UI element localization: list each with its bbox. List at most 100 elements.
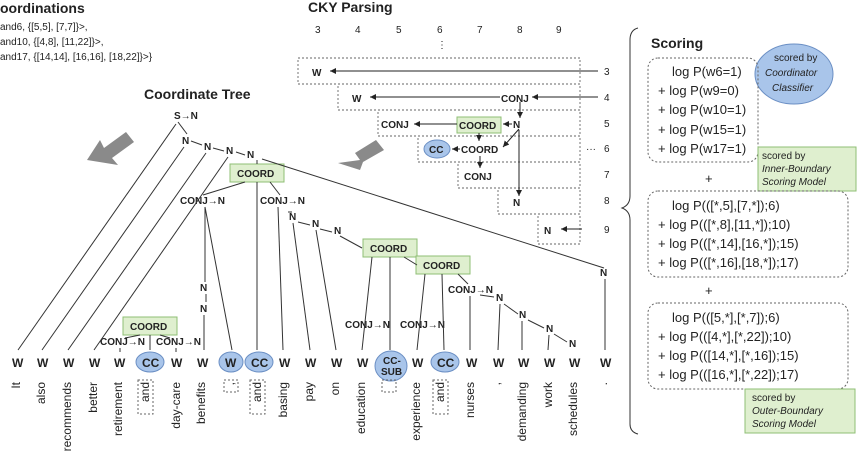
tree-node-n: N [519, 310, 526, 321]
word-highlight-box [432, 379, 449, 415]
conj-n-label: CONJ→N [448, 285, 493, 296]
word: day-care [169, 382, 183, 429]
tree-node-n: N [200, 283, 207, 294]
cky-col-label: 3 [315, 25, 321, 36]
w-node: W [493, 356, 505, 370]
coordination-line: and6, {[5,5], [7,7]}>, [0, 22, 88, 33]
tree-node-n: N [334, 226, 341, 237]
word: experience [409, 382, 423, 441]
word: and [138, 382, 152, 402]
word: . [596, 382, 610, 385]
plus-sign: + [705, 283, 713, 298]
cky-row-label: 6 [604, 144, 610, 155]
cky-vdots: ⋮ [437, 40, 447, 51]
cky-coord-cell: COORD [461, 145, 498, 156]
cky-cc-node [423, 139, 451, 159]
cky-n-cell: N [544, 226, 551, 237]
w-node: W [197, 356, 209, 370]
cky-col-label: 7 [477, 25, 483, 36]
conj-n-label: CONJ→N [180, 196, 225, 207]
tree-node-n: N [200, 304, 207, 315]
word: and [433, 382, 447, 402]
word: also [34, 382, 48, 404]
word-row: It also recommends better retirement and… [9, 381, 610, 451]
word: benefits [194, 382, 208, 424]
w-node: W [569, 356, 581, 370]
tree-node-n: N [226, 146, 233, 157]
conj-n-label: CONJ→N [400, 320, 445, 331]
cky-col-label: 6 [437, 25, 443, 36]
tree-node-n: N [546, 324, 553, 335]
w-highlight [218, 351, 244, 373]
cc-label: CC [251, 356, 269, 370]
conj-n-label: CONJ→N [345, 320, 390, 331]
word: schedules [566, 382, 580, 436]
word: basing [276, 382, 290, 417]
conj-n-label: CONJ→N [260, 196, 305, 207]
word: demanding [515, 382, 529, 441]
scoring-title: Scoring [651, 35, 703, 51]
coordinator-classifier-note [754, 43, 834, 105]
conj-n-label: CONJ→N [156, 337, 201, 348]
cky-n-cell: N [513, 198, 520, 209]
cc-node [430, 351, 460, 373]
coord-label: COORD [237, 169, 274, 180]
gray-arrow-left-icon [87, 132, 134, 165]
cky-chart: CKY Parsing 3 4 5 6 7 8 9 ⋮ 3 4 5 ··· 6 … [297, 0, 610, 245]
gray-arrow-down-left-icon [338, 140, 384, 170]
score-term: + log P(([4,*],[*,22]);10) [658, 329, 791, 344]
coordinations-title: oordinations [0, 0, 85, 16]
cky-w-cell: W [352, 94, 362, 105]
cc-sub-node [374, 350, 408, 382]
coordinate-tree: Coordinate Tree S→N N N N N COORD CONJ→N… [9, 86, 612, 451]
coordinations-panel: oordinations and6, {[5,5], [7,7]}>, and1… [0, 0, 153, 63]
tree-node-n: N [247, 150, 254, 161]
tree-edges [17, 121, 606, 352]
note-line: Classifier [772, 83, 814, 94]
w-node: W [518, 356, 530, 370]
word: nurses [463, 382, 477, 418]
w-node: W [412, 356, 424, 370]
w-node: W [225, 356, 237, 370]
score-term: log P(w6=1) [672, 64, 742, 79]
w-node: W [331, 356, 343, 370]
note-line: Outer-Boundary [752, 406, 824, 417]
word: recommends [60, 382, 74, 451]
cky-row-label: 7 [604, 170, 610, 181]
tree-node-n: N [204, 142, 211, 153]
score-group-2 [647, 190, 849, 278]
tree-root-label: S→N [174, 111, 198, 122]
w-node: W [12, 356, 24, 370]
score-term: + log P(w10=1) [658, 102, 746, 117]
outer-boundary-note [744, 388, 856, 434]
word: It [9, 381, 23, 388]
note-line: scored by [752, 393, 795, 404]
cky-row-label: 9 [604, 225, 610, 236]
score-term: + log P(([*,8],[11,*]);10) [658, 217, 790, 232]
inner-boundary-note [757, 146, 857, 192]
word: , [223, 382, 237, 385]
plus-sign: + [705, 171, 713, 186]
note-line: Scoring Model [762, 177, 827, 188]
cc-node [135, 351, 165, 373]
score-term: + log P(w9=0) [658, 83, 739, 98]
w-node: W [63, 356, 75, 370]
coord-label: COORD [130, 322, 167, 333]
word: education [354, 382, 368, 434]
tree-node-n: N [600, 268, 607, 279]
note-line: Coordinator [765, 68, 818, 79]
word-highlight-box [137, 379, 154, 415]
cky-conj-cell: CONJ [464, 172, 492, 183]
tree-title: Coordinate Tree [144, 86, 251, 102]
cc-label: CC [142, 356, 160, 370]
note-line: scored by [762, 151, 805, 162]
word-highlight-box [381, 379, 397, 393]
score-term: log P(([*,5],[7,*]);6) [672, 198, 780, 213]
cky-col-label: 8 [517, 25, 523, 36]
cky-arrows [330, 68, 598, 232]
tree-node-n: N [312, 219, 319, 230]
scoring-panel: Scoring scored by Coordinator Classifier… [620, 27, 857, 435]
cky-row-label: 5 [604, 119, 610, 130]
score-group-3 [647, 302, 849, 390]
